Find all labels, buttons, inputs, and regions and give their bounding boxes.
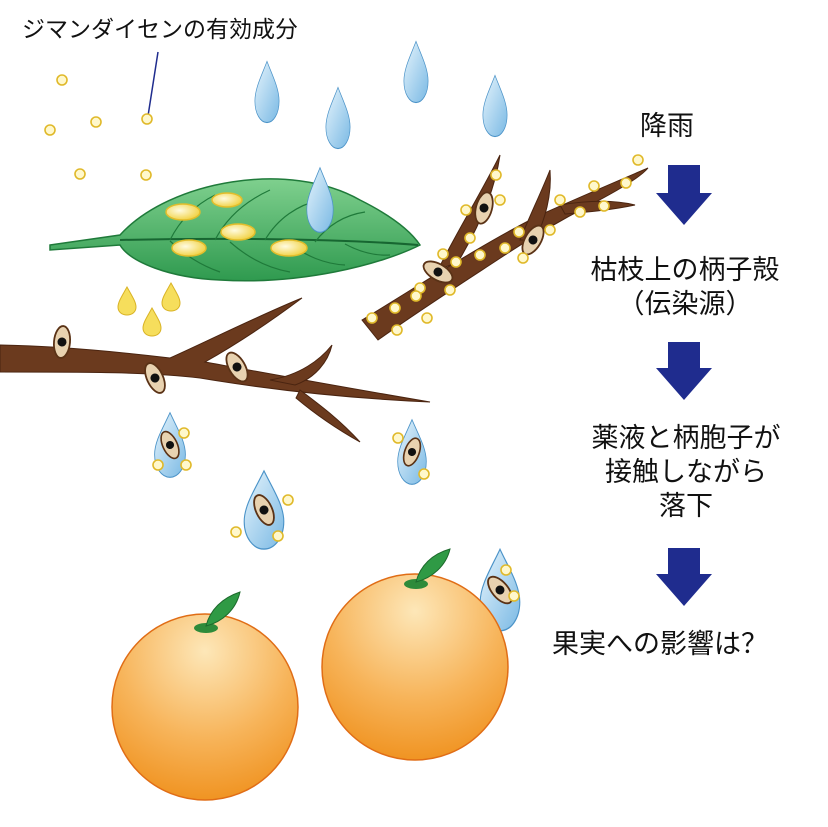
- flow-arrows: [656, 165, 712, 606]
- orange-fruit-icon: [321, 548, 509, 761]
- annotation-leader-line: [147, 51, 159, 117]
- raindrop-icon: [306, 167, 334, 233]
- ingredient-drips: [117, 281, 181, 337]
- flow-step-contact: 薬液と柄胞子が 接触しながら 落下: [560, 422, 812, 523]
- down-arrow-icon: [656, 342, 712, 400]
- leaf-icon: [49, 178, 422, 282]
- raindrop-icon: [254, 60, 280, 124]
- lower-branch: [0, 297, 431, 443]
- down-arrow-icon: [656, 548, 712, 606]
- flow-step-source-line1: 枯枝上の柄子殻: [590, 255, 780, 286]
- spore-case-icon: [471, 189, 497, 227]
- ingredient-particles: [44, 74, 153, 181]
- flow-step-source-line2: （伝染源）: [617, 288, 753, 320]
- falling-raindrops: [254, 40, 508, 150]
- raindrop-icon: [482, 74, 508, 138]
- raindrop-icon: [325, 86, 351, 150]
- flow-step-contact-line3: 落下: [659, 490, 713, 522]
- flow-step-contact-line1: 薬液と柄胞子が: [591, 423, 781, 454]
- down-arrow-icon: [656, 165, 712, 225]
- flow-step-contact-line2: 接触しながら: [605, 456, 767, 488]
- flow-step-source: 枯枝上の柄子殻 （伝染源）: [568, 254, 802, 322]
- flow-step-fruit-effect: 果実への影響は？: [552, 629, 768, 660]
- flow-step-rain: 降雨: [640, 111, 694, 142]
- spore-cases-upper: [419, 189, 549, 288]
- raindrop-icon: [403, 40, 429, 104]
- orange-fruit-icon: [111, 591, 299, 801]
- active-ingredient-label: ジマンダイセンの有効成分: [22, 17, 298, 43]
